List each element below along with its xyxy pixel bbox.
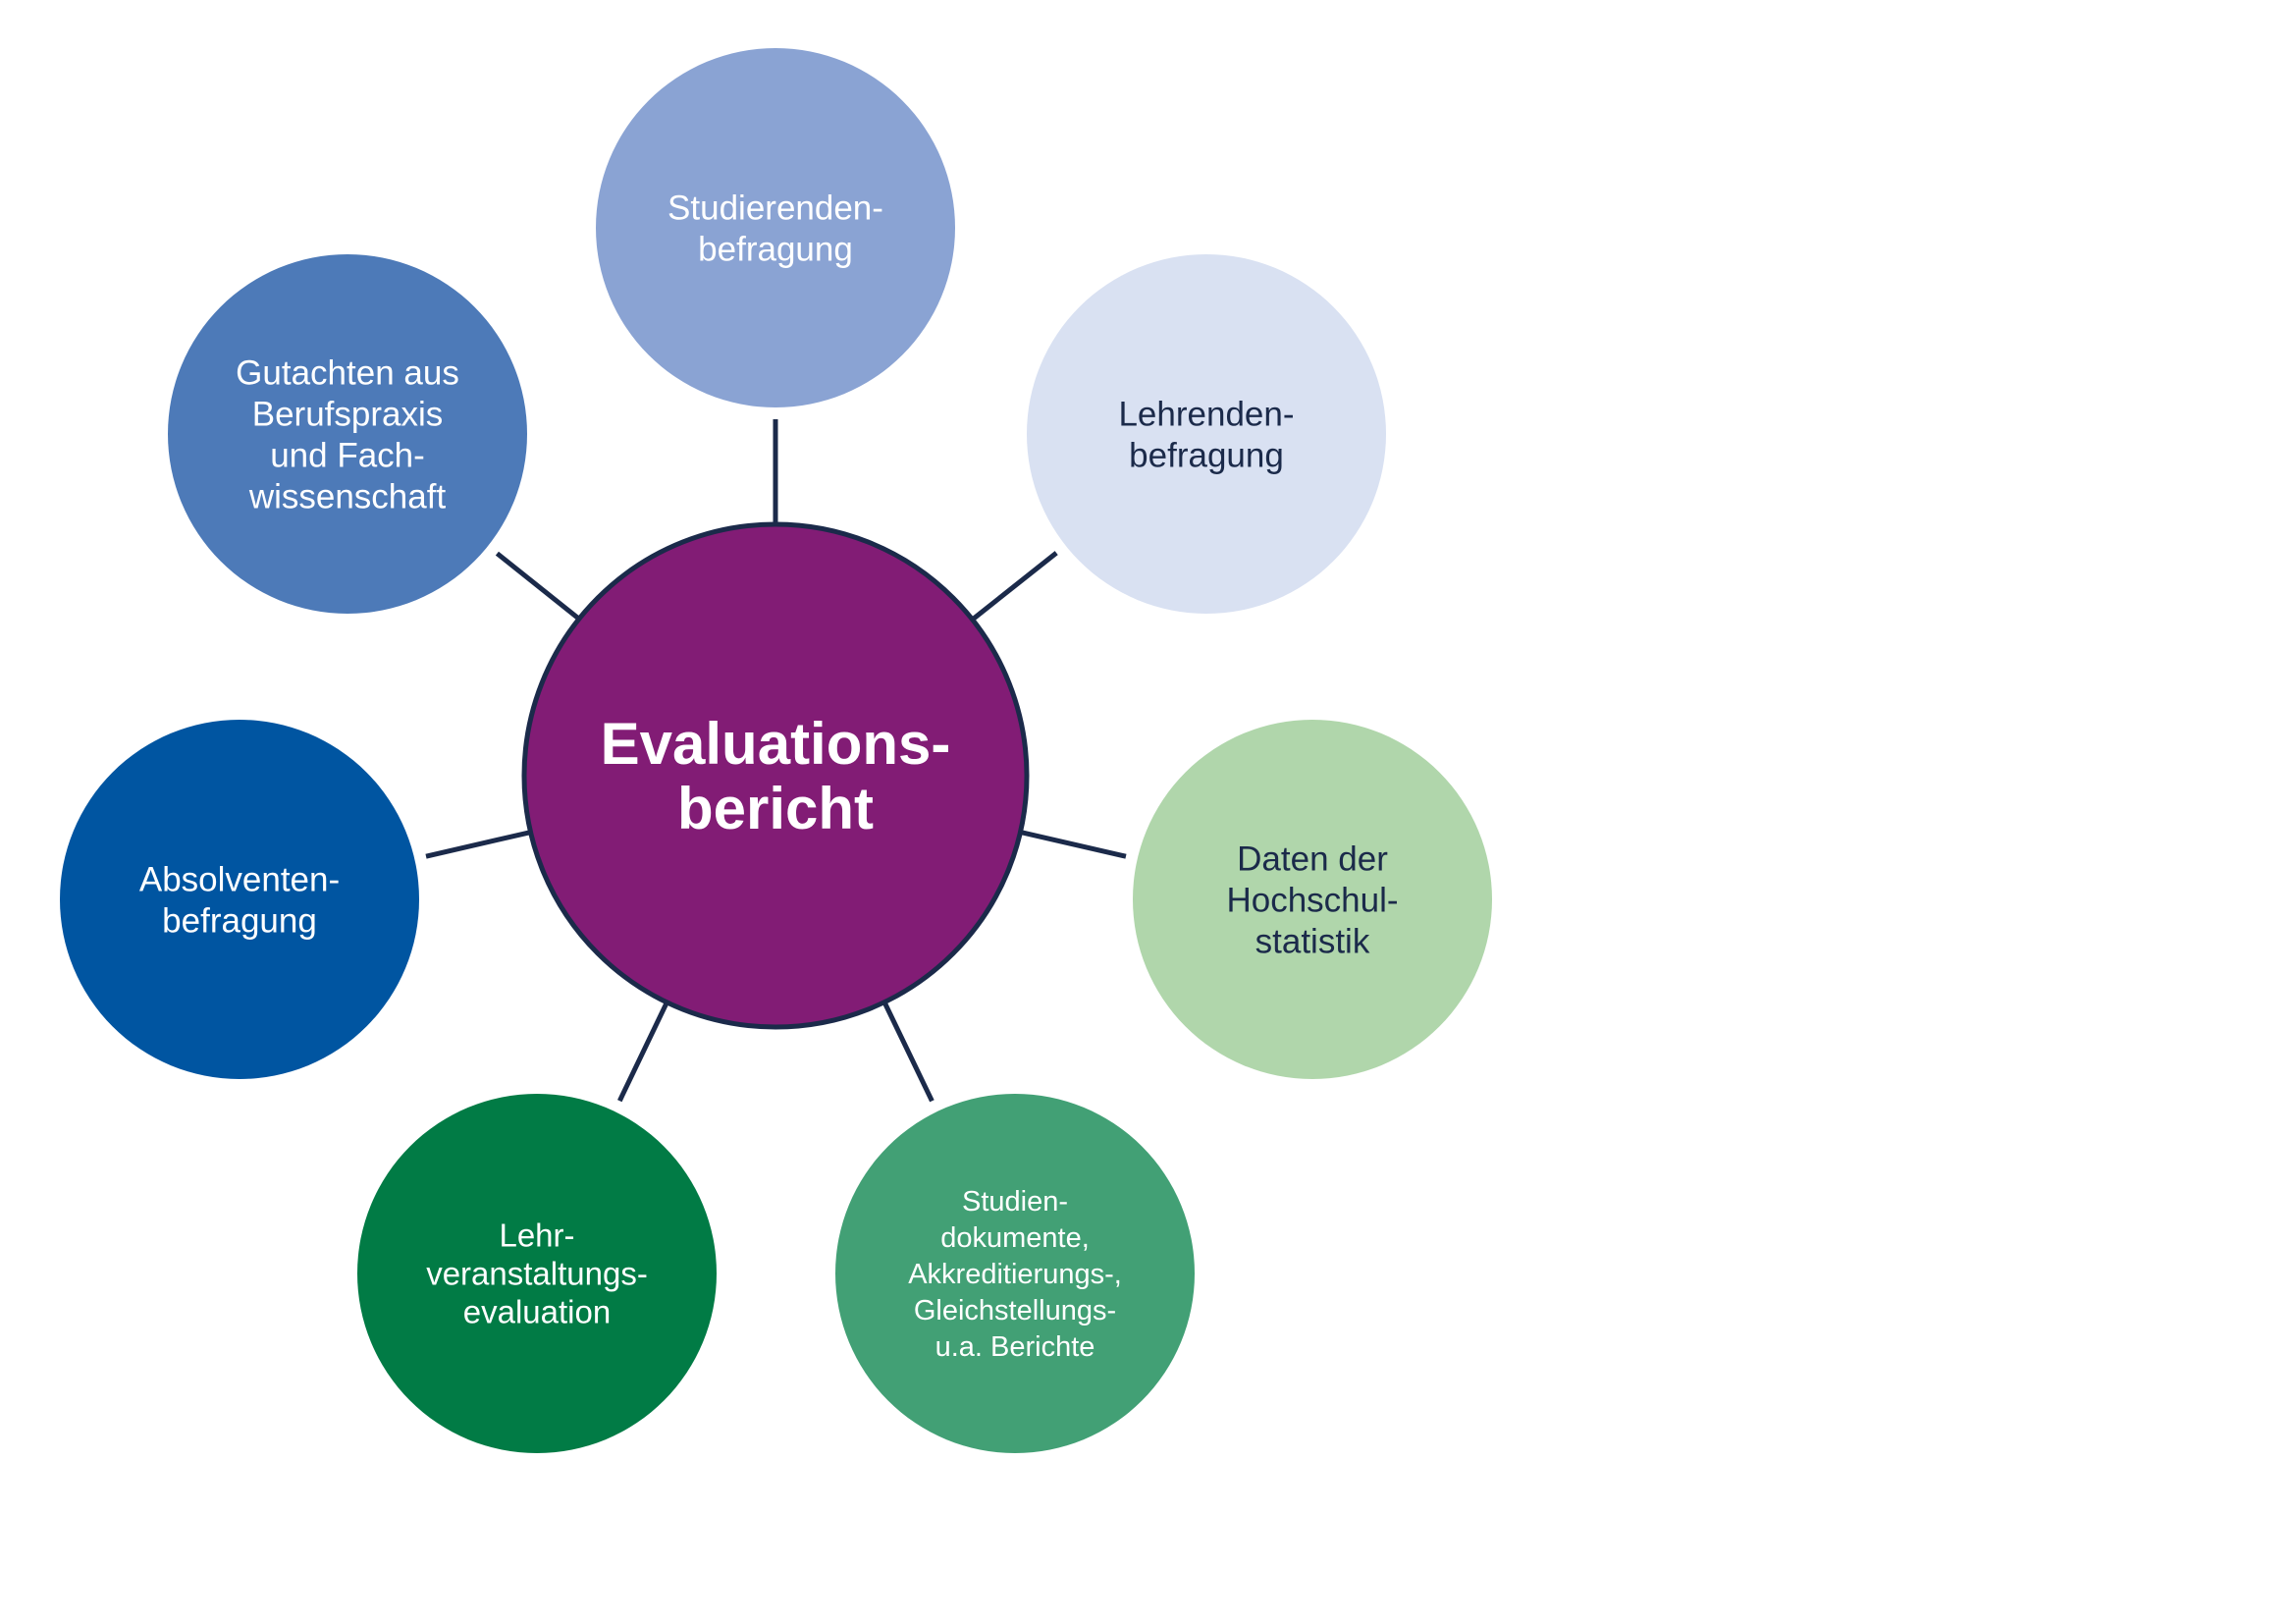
connectors <box>425 419 1127 1103</box>
center-node: Evaluations-bericht <box>521 521 1030 1030</box>
node-circle <box>835 1094 1195 1453</box>
connector-line <box>972 551 1058 621</box>
connector-line <box>617 1002 668 1103</box>
node-label: befragung <box>162 901 317 940</box>
node-circle <box>357 1094 717 1453</box>
connector-line <box>495 551 579 621</box>
node-label: Absolventen- <box>139 860 340 898</box>
center-circle <box>521 521 1030 1030</box>
node-label: befragung <box>1129 436 1284 474</box>
node-label: Berufspraxis <box>252 395 444 433</box>
node-circle <box>596 48 955 407</box>
center-title: bericht <box>677 776 874 841</box>
node-label: Gleichstellungs- <box>914 1295 1116 1326</box>
node-label: Gutachten aus <box>236 353 459 392</box>
node-label: Hochschul- <box>1226 881 1398 919</box>
node-circle <box>1133 720 1492 1079</box>
node-circle <box>1027 254 1386 614</box>
connector-line <box>882 1002 934 1103</box>
node-label: Akkreditierungs-, <box>908 1259 1122 1290</box>
node-label: Studien- <box>962 1186 1068 1218</box>
node-label: befragung <box>698 230 853 268</box>
node-label: statistik <box>1255 922 1370 960</box>
node-label: Daten der <box>1237 839 1388 878</box>
node-lehrveranstaltungsevaluation: Lehr-veranstaltungs-evaluation <box>357 1094 717 1453</box>
node-circle <box>168 254 527 614</box>
connector-line <box>425 830 530 859</box>
node-label: veranstaltungs- <box>426 1256 648 1292</box>
node-label: Lehrenden- <box>1118 395 1294 433</box>
node-label: evaluation <box>463 1294 611 1330</box>
node-circle <box>60 720 419 1079</box>
node-label: u.a. Berichte <box>935 1331 1095 1363</box>
center-title: Evaluations- <box>601 711 951 777</box>
node-studiendokumente: Studien-dokumente, Akkreditierungs-, Gleic… <box>835 1094 1195 1453</box>
node-label: Lehr- <box>499 1218 574 1254</box>
node-lehrendenbefragung: Lehrenden-befragung <box>1027 254 1386 614</box>
node-label: dokumente, <box>940 1222 1090 1254</box>
node-absolventenbefragung: Absolventen-befragung <box>60 720 419 1079</box>
node-studierendenbefragung: Studierenden-befragung <box>596 48 955 407</box>
source-nodes: Studierenden-befragungLehrenden-befragun… <box>60 48 1492 1453</box>
node-label: wissenschaft <box>248 477 447 515</box>
connector-line <box>1021 830 1127 859</box>
node-label: Studierenden- <box>667 189 883 227</box>
node-label: und Fach- <box>270 436 425 474</box>
